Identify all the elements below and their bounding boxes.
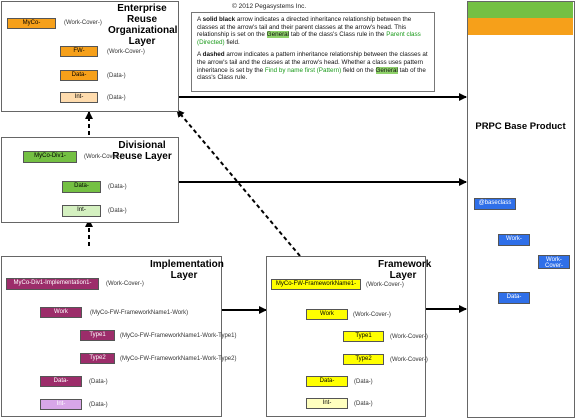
enterprise-layer-title: Enterprise Reuse Organizational Layer (108, 3, 178, 47)
legend-solid-arrow-text: A solid black arrow indicates a directed… (197, 16, 421, 46)
class-parent-impl-work: (MyCo-FW-FrameworkName1-Work) (90, 310, 189, 316)
class-box-fw-type2: Type2 (343, 354, 384, 365)
class-parent-fw-type2: (Work-Cover-) (390, 357, 428, 363)
class-parent-impl-data: (Data-) (89, 379, 108, 385)
class-box-implementation1: MyCo-Div1-Implementation1- (6, 278, 99, 290)
copyright-text: © 2012 Pegasystems Inc. (232, 3, 307, 10)
class-parent-impl-type2: (MyCo-FW-FrameworkName1-Work-Type2) (120, 356, 237, 362)
class-box-myco-div1: MyCo-Div1- (23, 151, 77, 163)
class-parent-fw-data: (Data-) (354, 379, 373, 385)
legend-dashed-arrow-text: A dashed arrow indicates a pattern inher… (197, 51, 428, 82)
class-box-prpc-data: Data- (498, 292, 530, 304)
class-parent-fw-int: (Data-) (354, 401, 373, 407)
class-box-prpc-work: Work- (498, 234, 530, 246)
class-box-myco: MyCo- (7, 18, 56, 29)
class-box-impl-work: Work (40, 307, 82, 318)
prpc-band-green (468, 2, 573, 18)
framework-layer-title: Framework Layer (378, 259, 432, 281)
class-box-frameworkname1: MyCo-FW-FrameworkName1- (271, 279, 361, 290)
class-parent-myco: (Work-Cover-) (64, 20, 102, 26)
class-parent-frameworkname1: (Work-Cover-) (366, 282, 404, 288)
class-parent-data: (Data-) (107, 73, 126, 79)
class-box-impl-type1: Type1 (80, 330, 115, 341)
class-box-fw-int: Int- (306, 398, 348, 409)
class-box-impl-int: Int- (40, 399, 82, 410)
divisional-layer-title: Divisional Reuse Layer (112, 140, 172, 162)
class-box-impl-type2: Type2 (80, 353, 115, 364)
prpc-layer-title: PRPC Base Product (475, 121, 566, 132)
class-parent-impl-int: (Data-) (89, 402, 108, 408)
class-parent-fw-type1: (Work-Cover-) (390, 334, 428, 340)
class-parent-int: (Data-) (107, 95, 126, 101)
class-box-prpc-workcover: Work-Cover- (538, 255, 570, 269)
class-box-impl-data: Data- (40, 376, 82, 387)
class-parent-fw-work: (Work-Cover-) (353, 312, 391, 318)
class-parent-implementation1: (Work-Cover-) (106, 281, 144, 287)
class-box-fw-work: Work (306, 309, 348, 320)
class-parent-div-int: (Data-) (108, 208, 127, 214)
class-parent-impl-type1: (MyCo-FW-FrameworkName1-Work-Type1) (120, 333, 237, 339)
class-box-div-data: Data- (62, 181, 101, 193)
class-parent-div-data: (Data-) (108, 184, 127, 190)
class-box-baseclass: @baseclass (474, 198, 516, 210)
class-box-div-int: Int- (62, 205, 101, 217)
class-box-fw: FW- (60, 46, 98, 57)
class-parent-fw: (Work-Cover-) (107, 49, 145, 55)
class-parent-myco-div1: (Work-Cover-) (84, 154, 122, 160)
class-box-int: Int- (60, 92, 98, 103)
class-box-fw-data: Data- (306, 376, 348, 387)
dashed-arrow-framework-enterprise (176, 109, 301, 257)
implementation-layer-title: Implementation Layer (150, 259, 224, 281)
class-box-fw-type1: Type1 (343, 331, 384, 342)
class-box-data: Data- (60, 70, 98, 81)
legend-note: A solid black arrow indicates a directed… (191, 12, 435, 92)
prpc-band-orange (468, 18, 573, 35)
